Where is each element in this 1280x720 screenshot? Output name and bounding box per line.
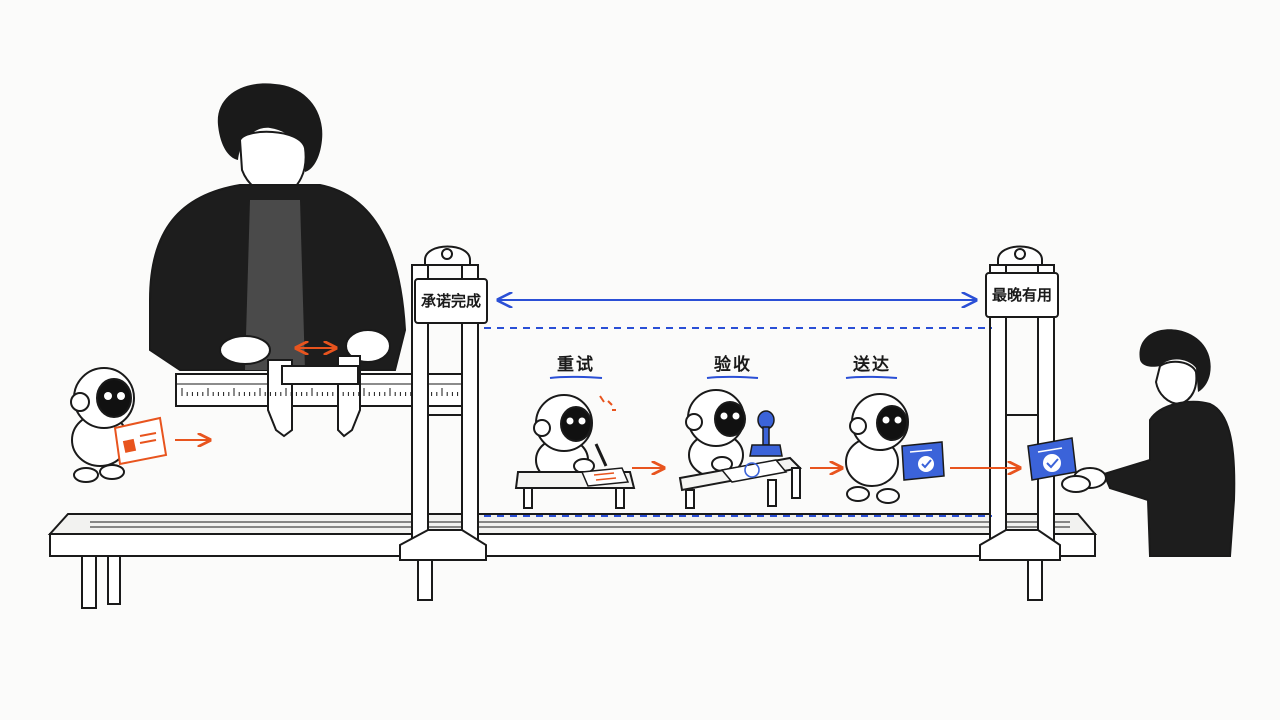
caliper-ruler (175, 355, 477, 438)
received-card (1027, 437, 1077, 481)
retry-paper (580, 395, 630, 487)
robot-delivering (845, 393, 909, 504)
stage-delivery: 送达 (845, 354, 898, 379)
stage-acceptance-label: 验收 (714, 354, 752, 375)
stage-acceptance: 验收 (706, 354, 759, 379)
conveyor-rail (47, 513, 1098, 609)
robot-carrying-card (70, 367, 135, 483)
stage-retry-label: 重试 (557, 354, 595, 375)
sign-commit-complete-label: 承诺完成 (421, 292, 481, 310)
approved-card (901, 441, 945, 481)
acceptance-document (720, 459, 788, 483)
robot-retrying (514, 394, 636, 509)
sign-latest-useful-label: 最晚有用 (992, 286, 1052, 304)
document-card (113, 416, 168, 466)
right-gate-post (979, 245, 1061, 561)
stage-delivery-label: 送达 (853, 354, 891, 375)
measuring-person (149, 83, 407, 371)
stage-retry: 重试 (549, 354, 603, 379)
sign-latest-useful: 最晚有用 (985, 272, 1059, 318)
sign-commit-complete: 承诺完成 (414, 278, 488, 324)
robot-accepting (678, 389, 803, 509)
stamp-icon (749, 410, 783, 457)
receiving-person (1061, 329, 1236, 557)
left-gate-post (399, 245, 487, 561)
